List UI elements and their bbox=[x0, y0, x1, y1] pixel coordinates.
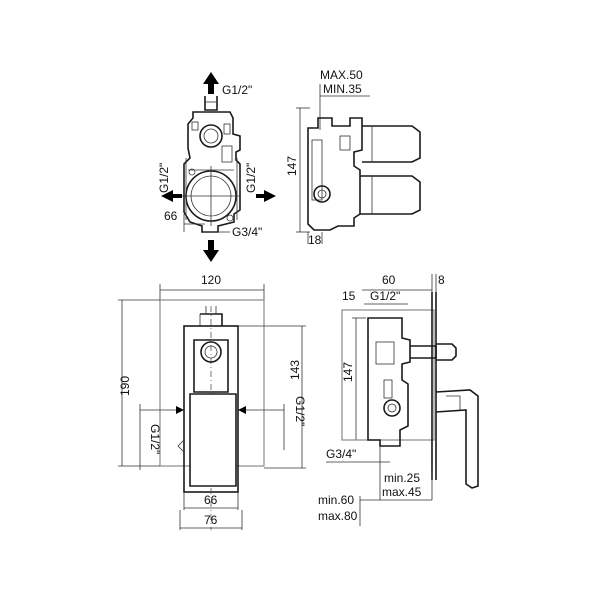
section-body bbox=[367, 317, 411, 447]
valve-body-front-view: G1/2" G1/2" G1/2" 66 G3/ bbox=[157, 72, 276, 262]
min-60-label: min.60 bbox=[318, 493, 354, 507]
max-depth-label: MAX.50 bbox=[320, 68, 363, 82]
inlet-left-thread-label: G1/2" bbox=[157, 163, 171, 193]
dim-8-label: 8 bbox=[438, 273, 445, 287]
front-view-with-plate: 120 190 143 G bbox=[118, 273, 307, 530]
front-inlet-left-label: G1/2" bbox=[148, 424, 162, 454]
body-height-label: 143 bbox=[288, 360, 302, 380]
min-depth-label: MIN.35 bbox=[323, 82, 362, 96]
upper-handle bbox=[362, 125, 421, 163]
max-80-label: max.80 bbox=[318, 509, 358, 523]
plate-width-label: 120 bbox=[201, 273, 221, 287]
inlet-right-arrow bbox=[256, 190, 276, 202]
dim-15-label: 15 bbox=[342, 289, 356, 303]
valve-body-outline bbox=[183, 111, 241, 233]
section-bottom-thread-label: G3/4" bbox=[326, 447, 356, 461]
outlet-top-thread-label: G1/2" bbox=[222, 83, 252, 97]
side-body-outline bbox=[307, 117, 363, 231]
side-section-view: 60 8 15 G1/2" 147 G3/4" min.25 bbox=[318, 273, 479, 526]
section-plate bbox=[341, 309, 435, 441]
section-height-label: 147 bbox=[341, 362, 355, 382]
front-inlet-right-label: G1/2" bbox=[293, 396, 307, 426]
front-dim-66-label: 66 bbox=[204, 493, 218, 507]
max-45-label: max.45 bbox=[382, 485, 422, 499]
outlet-up-arrow bbox=[203, 72, 219, 94]
min-25-label: min.25 bbox=[384, 471, 420, 485]
inlet-right-thread-label: G1/2" bbox=[244, 163, 258, 193]
base-dim-label: 18 bbox=[308, 233, 322, 247]
inlet-left-arrow bbox=[161, 190, 182, 202]
side-height-label: 147 bbox=[285, 156, 299, 176]
plate-height-label: 190 bbox=[118, 376, 132, 396]
dim-66-label: 66 bbox=[164, 209, 178, 223]
outlet-down-arrow bbox=[203, 240, 219, 262]
lever-handle bbox=[189, 393, 237, 487]
front-dim-76-label: 76 bbox=[204, 513, 218, 527]
valve-body-side-view: MAX.50 MIN.35 147 18 bbox=[285, 68, 421, 247]
dim-60-label: 60 bbox=[382, 273, 396, 287]
section-lever bbox=[435, 389, 479, 489]
lower-handle bbox=[360, 175, 421, 215]
outlet-bottom-thread-label: G3/4" bbox=[232, 225, 262, 239]
section-top-thread-label: G1/2" bbox=[370, 289, 400, 303]
